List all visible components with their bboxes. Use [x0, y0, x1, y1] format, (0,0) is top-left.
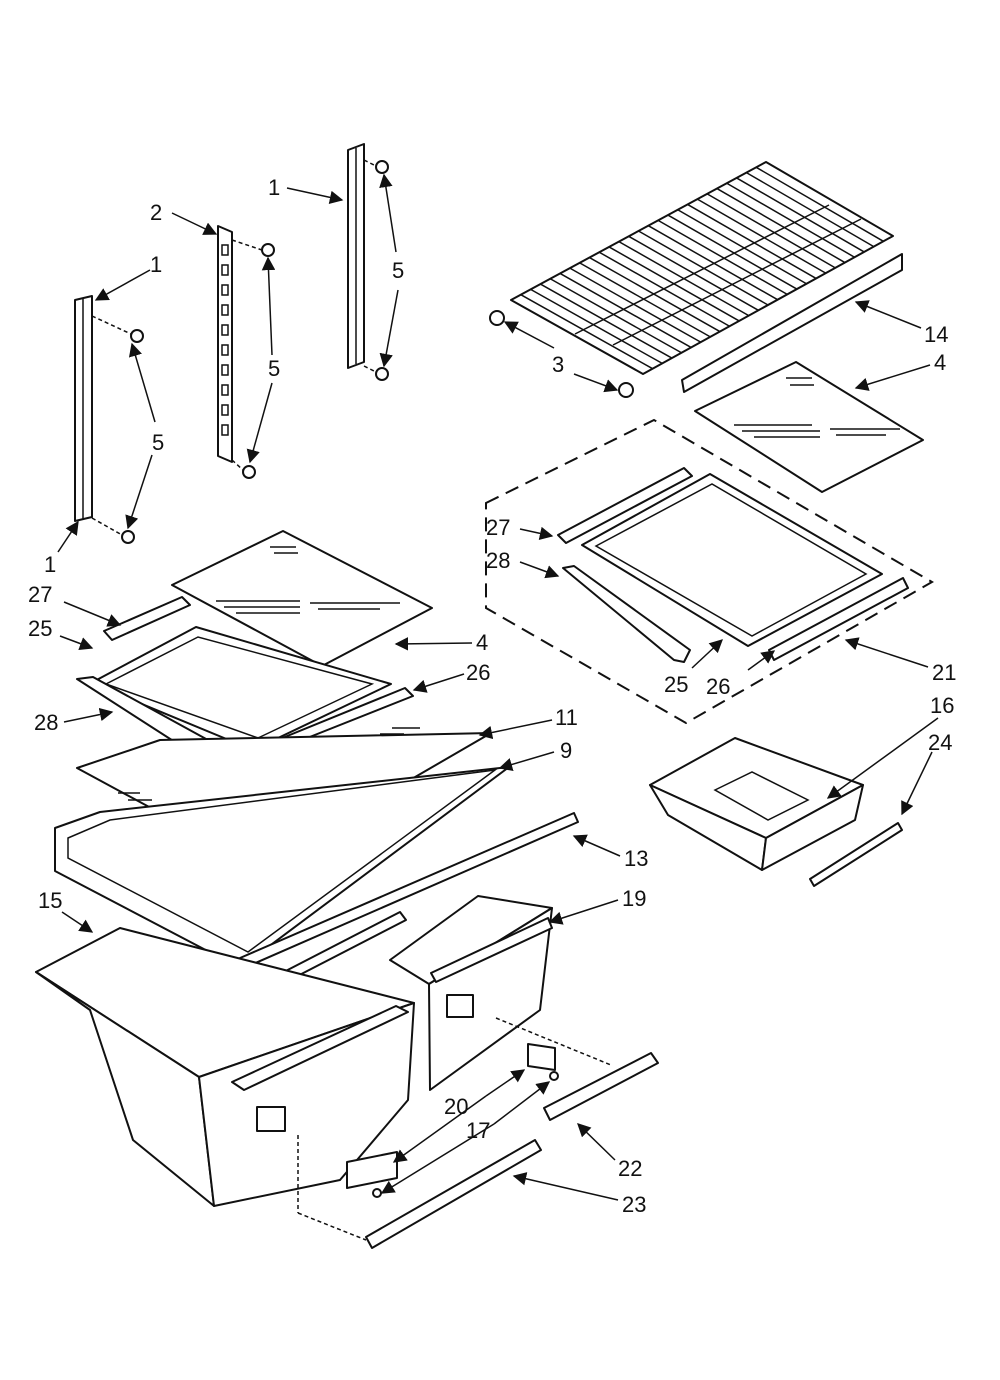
callout-5: 5: [152, 430, 164, 455]
ladder-right: [347, 143, 365, 369]
wire-rod: [647, 225, 778, 301]
callout-23: 23: [622, 1192, 646, 1217]
wire-rod: [726, 182, 855, 258]
callout-17: 17: [466, 1118, 490, 1143]
wire-rod: [736, 177, 865, 253]
callout-27: 27: [28, 582, 52, 607]
wire-rod: [559, 272, 692, 349]
wire-rod: [716, 187, 846, 264]
callout-3: 3: [552, 352, 564, 377]
wire-rod: [746, 171, 875, 248]
callout-13: 13: [624, 846, 648, 871]
callout-16: 16: [930, 693, 954, 718]
wire-rod: [638, 230, 769, 306]
callout-1: 1: [150, 252, 162, 277]
callout-15: 15: [38, 888, 62, 913]
callout-20: 20: [444, 1094, 468, 1119]
wire-shelf: [489, 161, 903, 398]
callout-2: 2: [150, 200, 162, 225]
callout-5: 5: [268, 356, 280, 381]
callout-26: 26: [706, 674, 730, 699]
assembly-outline: [485, 418, 934, 725]
callout-22: 22: [618, 1156, 642, 1181]
wire-rod: [667, 214, 798, 290]
wire-rod: [706, 193, 836, 269]
wire-rod: [520, 294, 653, 370]
crisper-drawer-right: [389, 895, 553, 1091]
shelf-frame-left: [76, 596, 414, 766]
wire-rod: [579, 262, 711, 338]
wire-rod: [657, 219, 788, 296]
wire-rod: [549, 278, 682, 354]
callout-14: 14: [924, 322, 948, 347]
drawer-trims: [297, 1017, 659, 1249]
wire-rod: [755, 166, 884, 242]
callout-9: 9: [560, 738, 572, 763]
wire-rod: [569, 267, 702, 343]
glass-shelf-top: [171, 530, 433, 667]
callout-11: 11: [555, 705, 578, 730]
shelf-frame-right: [557, 467, 909, 663]
wire-rod: [696, 198, 827, 274]
meat-drawer: [649, 737, 903, 887]
callout-24: 24: [928, 730, 952, 755]
screws: [91, 159, 389, 544]
wire-rod: [687, 203, 817, 280]
callout-21: 21: [932, 660, 956, 685]
wire-rod: [677, 209, 807, 285]
ladder-center: [217, 225, 233, 463]
crisper-cover-frame: [54, 766, 579, 985]
callout-27: 27: [486, 515, 510, 540]
wire-rod: [540, 283, 673, 359]
callout-1: 1: [44, 552, 56, 577]
callout-25: 25: [28, 616, 52, 641]
callout-19: 19: [622, 886, 646, 911]
callout-26: 26: [466, 660, 490, 685]
callout-28: 28: [486, 548, 510, 573]
callout-4: 4: [934, 350, 946, 375]
callout-28: 28: [34, 710, 58, 735]
wire-rod: [530, 288, 663, 365]
glass-shelf-right-top: [694, 361, 924, 493]
wire-rod: [589, 256, 721, 333]
ladder-left: [74, 295, 93, 522]
callout-1: 1: [268, 175, 280, 200]
crisper-drawer-left: [35, 927, 415, 1207]
leader-lines: [57, 173, 939, 1201]
callout-4: 4: [476, 630, 488, 655]
callout-25: 25: [664, 672, 688, 697]
callout-5: 5: [392, 258, 404, 283]
callout-labels: 1 2 1 5 5 5 1 27 25 4 26 28 11 9 13 15 1…: [28, 175, 956, 1217]
